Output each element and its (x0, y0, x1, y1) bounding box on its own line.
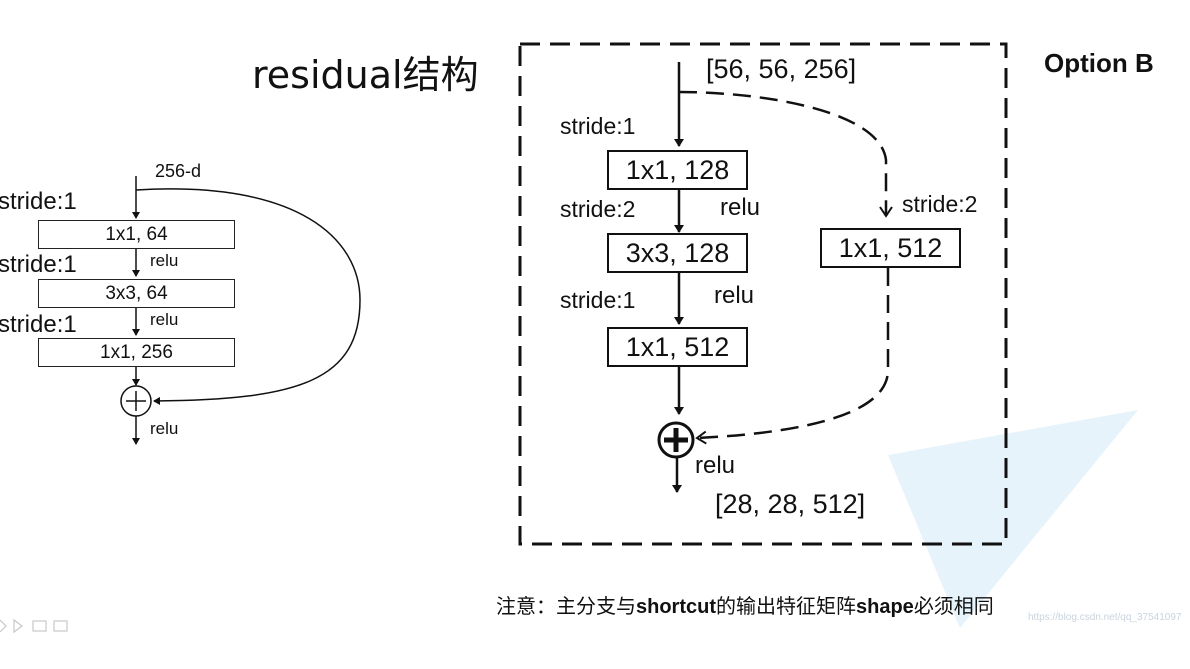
right-add-icon (657, 421, 695, 459)
right-relu-1: relu (720, 194, 761, 221)
right-output-shape: [28, 28, 512] (715, 489, 866, 519)
left-add-icon (120, 385, 152, 417)
right-input-shape: [56, 56, 256] (706, 54, 857, 84)
page-title: residual结构 (252, 53, 479, 97)
right-layer-3: 1x1, 512 (607, 327, 748, 367)
note-text: 注意：主分支与shortcut的输出特征矩阵shape必须相同 (496, 590, 994, 619)
note-keyword-shortcut: shortcut (636, 596, 716, 618)
left-layer-1: 1x1, 64 (38, 220, 235, 249)
shortcut-layer: 1x1, 512 (820, 228, 961, 268)
left-stride-2: stride:1 (0, 251, 77, 278)
right-layer-2: 3x3, 128 (607, 233, 748, 273)
right-layer-1: 1x1, 128 (607, 150, 748, 190)
right-stride-1: stride:1 (560, 113, 636, 139)
right-shortcut-bottom (695, 268, 890, 445)
left-stride-3: stride:1 (0, 311, 77, 338)
background-triangle (888, 410, 1138, 628)
shortcut-stride: stride:2 (902, 191, 978, 217)
left-input-label: 256-d (155, 161, 202, 181)
left-layer-3: 1x1, 256 (38, 338, 235, 367)
left-layer-2: 3x3, 64 (38, 279, 235, 308)
right-stride-3: stride:1 (560, 287, 636, 313)
right-shortcut-top (678, 90, 893, 218)
option-label: Option B (1044, 48, 1154, 78)
slide-controls-icon (0, 618, 68, 634)
note-middle: 的输出特征矩阵 (716, 594, 856, 618)
note-suffix: 必须相同 (913, 594, 994, 618)
left-relu-2: relu (150, 310, 179, 329)
right-relu-out: relu (695, 452, 736, 479)
left-shortcut-curve (135, 188, 361, 405)
option-b-frame (518, 42, 1008, 546)
left-relu-1: relu (150, 251, 179, 270)
watermark: https://blog.csdn.net/qq_37541097 (1028, 612, 1182, 623)
right-relu-2: relu (714, 282, 755, 309)
right-stride-2: stride:2 (560, 196, 636, 222)
note-keyword-shape: shape (856, 596, 914, 618)
left-stride-1: stride:1 (0, 188, 77, 215)
note-prefix: 注意：主分支与 (496, 594, 636, 618)
left-relu-out: relu (150, 419, 179, 438)
